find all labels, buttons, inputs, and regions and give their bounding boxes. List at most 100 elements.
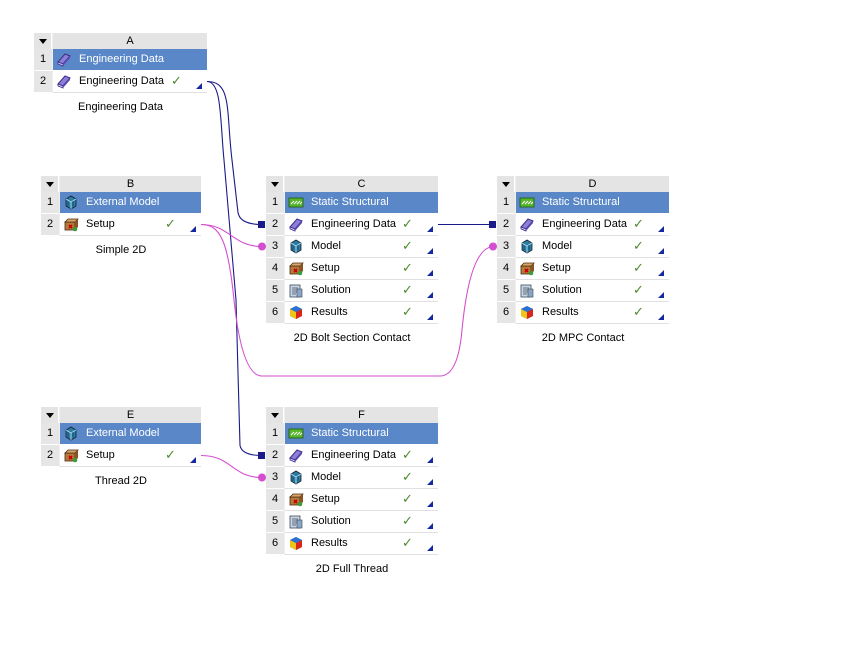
cell-body[interactable]: Setup✓ <box>285 489 438 511</box>
port-dot-f3[interactable] <box>258 473 266 482</box>
system-menu-arrow-icon[interactable] <box>266 176 284 192</box>
system-menu-arrow-icon[interactable] <box>41 176 59 192</box>
external-model-icon <box>63 195 79 210</box>
port-dot-c3[interactable] <box>258 242 266 251</box>
system-title-cell[interactable]: Engineering Data <box>53 49 207 71</box>
link-a2-f2[interactable] <box>206 80 263 457</box>
cell-body[interactable]: Engineering Data✓ <box>516 214 669 236</box>
port-square-d2[interactable] <box>489 221 496 228</box>
solution-icon <box>288 514 304 529</box>
up-to-date-check-icon: ✓ <box>633 216 644 231</box>
cell-label: Model <box>542 240 572 252</box>
cell-body[interactable]: Solution✓ <box>516 280 669 302</box>
cell-label: Solution <box>311 515 351 527</box>
system-letter: C <box>285 176 438 192</box>
cell-body[interactable]: Model ✓ <box>516 236 669 258</box>
cell-body[interactable]: Results✓ <box>285 302 438 324</box>
port-square-f2[interactable] <box>258 452 265 459</box>
port-dot-d3[interactable] <box>489 242 497 251</box>
system-menu-arrow-icon[interactable] <box>266 407 284 423</box>
up-to-date-check-icon: ✓ <box>171 73 182 88</box>
cell-corner-icon <box>427 523 433 529</box>
cell-label: Engineering Data <box>79 75 165 87</box>
cell-body[interactable]: Setup✓ <box>285 258 438 280</box>
system-caption[interactable]: 2D MPC Contact <box>541 332 625 344</box>
cell-body[interactable]: Model✓ <box>285 467 438 489</box>
cell-body[interactable]: Results✓ <box>285 533 438 555</box>
system-caption[interactable]: Thread 2D <box>95 475 147 487</box>
external-model-icon <box>63 426 79 441</box>
system-title-cell[interactable]: External Model <box>60 423 201 445</box>
results-icon <box>288 536 304 551</box>
up-to-date-check-icon: ✓ <box>633 238 644 253</box>
cell-body[interactable]: Setup✓ <box>516 258 669 280</box>
cell-corner-icon <box>427 479 433 485</box>
system-menu-arrow-icon[interactable] <box>497 176 515 192</box>
cell-body[interactable]: Setup✓ <box>60 445 201 467</box>
system-caption[interactable]: Engineering Data <box>77 101 163 113</box>
cell-body[interactable]: Solution✓ <box>285 280 438 302</box>
up-to-date-check-icon: ✓ <box>402 491 413 506</box>
static-structural-icon <box>519 195 535 210</box>
results-icon <box>519 305 535 320</box>
setup-icon <box>288 492 304 507</box>
cell-label: Solution <box>311 284 351 296</box>
cell-body[interactable]: Setup✓ <box>60 214 201 236</box>
system-caption[interactable]: Simple 2D <box>95 244 147 256</box>
model-icon <box>288 239 304 254</box>
system-caption[interactable]: 2D Full Thread <box>315 563 389 575</box>
cell-body[interactable]: Model✓ <box>285 236 438 258</box>
static-structural-icon <box>288 426 304 441</box>
system-caption[interactable]: 2D Bolt Section Contact <box>293 332 411 344</box>
row-number: 4 <box>266 489 284 511</box>
link-e2-f3[interactable] <box>200 454 263 479</box>
system-menu-arrow-icon[interactable] <box>41 407 59 423</box>
cell-body[interactable]: Engineering Data✓ <box>285 445 438 467</box>
up-to-date-check-icon: ✓ <box>402 513 413 528</box>
cell-label: Static Structural <box>542 196 620 208</box>
system-title-cell[interactable]: Static Structural <box>285 192 438 214</box>
system-title-cell[interactable]: Static Structural <box>285 423 438 445</box>
port-square-c2[interactable] <box>258 221 265 228</box>
link-b2-c3[interactable] <box>200 223 263 248</box>
link-a2-c2[interactable] <box>206 80 263 226</box>
cell-body[interactable]: Solution ✓ <box>285 511 438 533</box>
system-title-cell[interactable]: External Model <box>60 192 201 214</box>
system-letter: A <box>53 33 207 49</box>
cell-body[interactable]: Engineering Data ✓ <box>53 71 207 93</box>
cell-body[interactable]: Results✓ <box>516 302 669 324</box>
system-title-cell[interactable]: Static Structural <box>516 192 669 214</box>
system-menu-arrow-icon[interactable] <box>34 33 52 49</box>
cell-body[interactable]: Engineering Data✓ <box>285 214 438 236</box>
